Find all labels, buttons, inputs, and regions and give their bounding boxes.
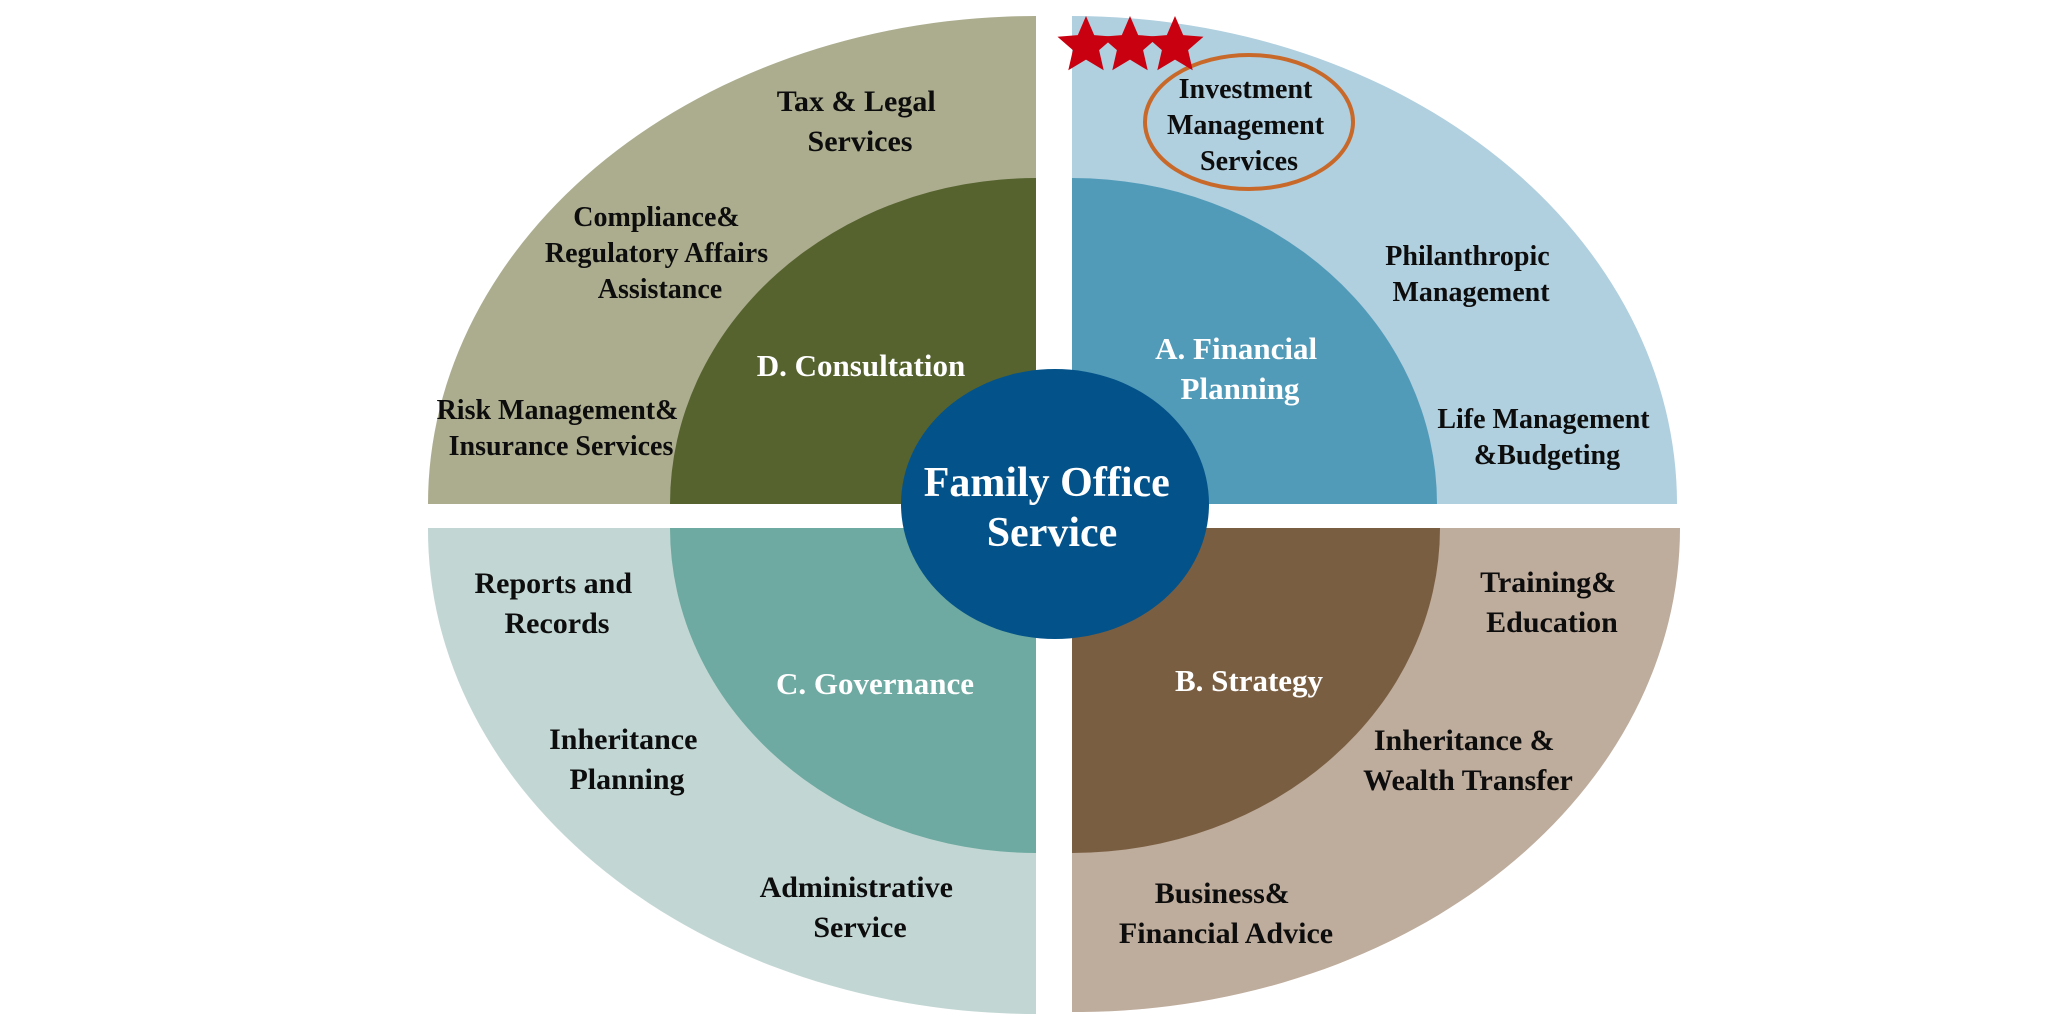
strategy-inner-segment [1072, 528, 1440, 853]
center-ellipse [901, 369, 1209, 639]
philanthropic-management-label: Philanthropic Management [1385, 241, 1556, 308]
reports-records-label: Reports and Records [474, 567, 639, 640]
compliance-regulatory-affairs-label: Compliance& Regulatory Affairs Assistanc… [545, 202, 775, 305]
inheritance-wealth-transfer-label: Inheritance & Wealth Transfer [1363, 724, 1573, 797]
consultation-label: D. Consultation [757, 348, 965, 383]
center-title: Family Office Service [924, 460, 1181, 556]
star-icon [1146, 16, 1204, 71]
governance-inner-segment [670, 528, 1036, 853]
investment-management-services-label: Investment Management Services [1167, 74, 1331, 177]
rating-stars [1057, 16, 1204, 71]
business-financial-advice-label: Business& Financial Advice [1119, 877, 1333, 950]
investment-highlight-ring [1143, 53, 1355, 191]
training-education-label: Training& Education [1480, 566, 1624, 639]
inheritance-planning-label: Inheritance Planning [549, 723, 705, 796]
star-icon [1057, 16, 1115, 71]
life-management-budgeting-label: Life Management &Budgeting [1437, 404, 1656, 471]
governance-label: C. Governance [776, 666, 974, 701]
tax-legal-services-label: Tax & Legal Services [777, 85, 943, 158]
star-icon [1101, 16, 1159, 71]
financial-planning-label: A. Financial Planning [1155, 331, 1325, 406]
administrative-service-label: Administrative Service [760, 871, 961, 944]
risk-management-insurance-label: Risk Management& Insurance Services [437, 395, 686, 462]
strategy-label: B. Strategy [1175, 663, 1324, 698]
